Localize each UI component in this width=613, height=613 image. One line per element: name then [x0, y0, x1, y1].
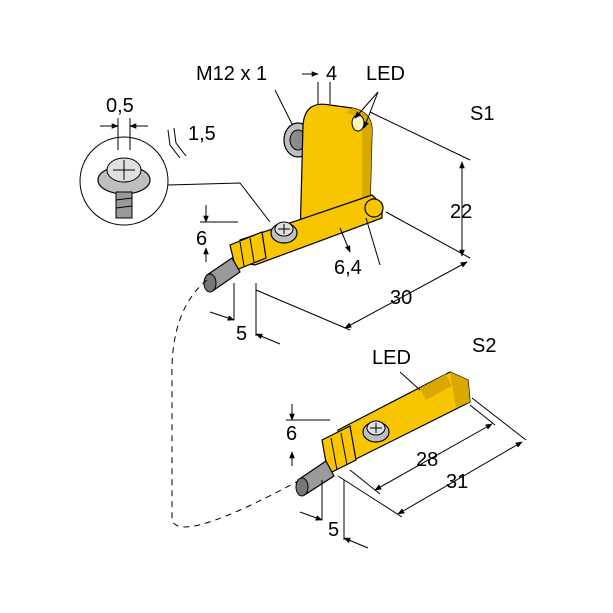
- s1-fixing-screw: [270, 221, 298, 244]
- label-led-bottom: LED: [372, 347, 411, 369]
- label-dim-5-top: 5: [236, 323, 247, 345]
- label-dim-1-5: 1,5: [188, 123, 216, 145]
- label-dim-6-top: 6: [196, 228, 207, 250]
- label-thread: M12 x 1: [196, 63, 267, 85]
- label-dim-31: 31: [446, 471, 468, 493]
- s2-housing: [321, 371, 471, 475]
- s1-cable: [203, 257, 241, 293]
- label-dim-30: 30: [390, 287, 412, 309]
- label-dim-6-4: 6,4: [334, 257, 362, 279]
- label-dim-0-5: 0,5: [106, 95, 134, 117]
- s2-cable: [295, 460, 335, 497]
- label-s2: S2: [472, 335, 496, 357]
- connecting-cable-dashed: [171, 279, 301, 528]
- s1-dimension-lines: [200, 71, 471, 345]
- label-dim-6-bottom: 6: [286, 423, 297, 445]
- label-dim-4: 4: [326, 63, 337, 85]
- label-dim-22: 22: [450, 201, 472, 223]
- label-led-top: LED: [366, 63, 405, 85]
- s2-fixing-screw: [362, 420, 390, 443]
- label-s1: S1: [470, 103, 494, 125]
- led-window: [351, 114, 365, 132]
- label-dim-5-bottom: 5: [328, 519, 339, 541]
- s2-dimension-lines: [286, 371, 527, 549]
- s1-base-body: [229, 194, 384, 271]
- sensor-s1: [203, 103, 384, 293]
- label-dim-28: 28: [416, 449, 438, 471]
- sensor-s2: [295, 371, 471, 497]
- screw-detail: [79, 118, 271, 226]
